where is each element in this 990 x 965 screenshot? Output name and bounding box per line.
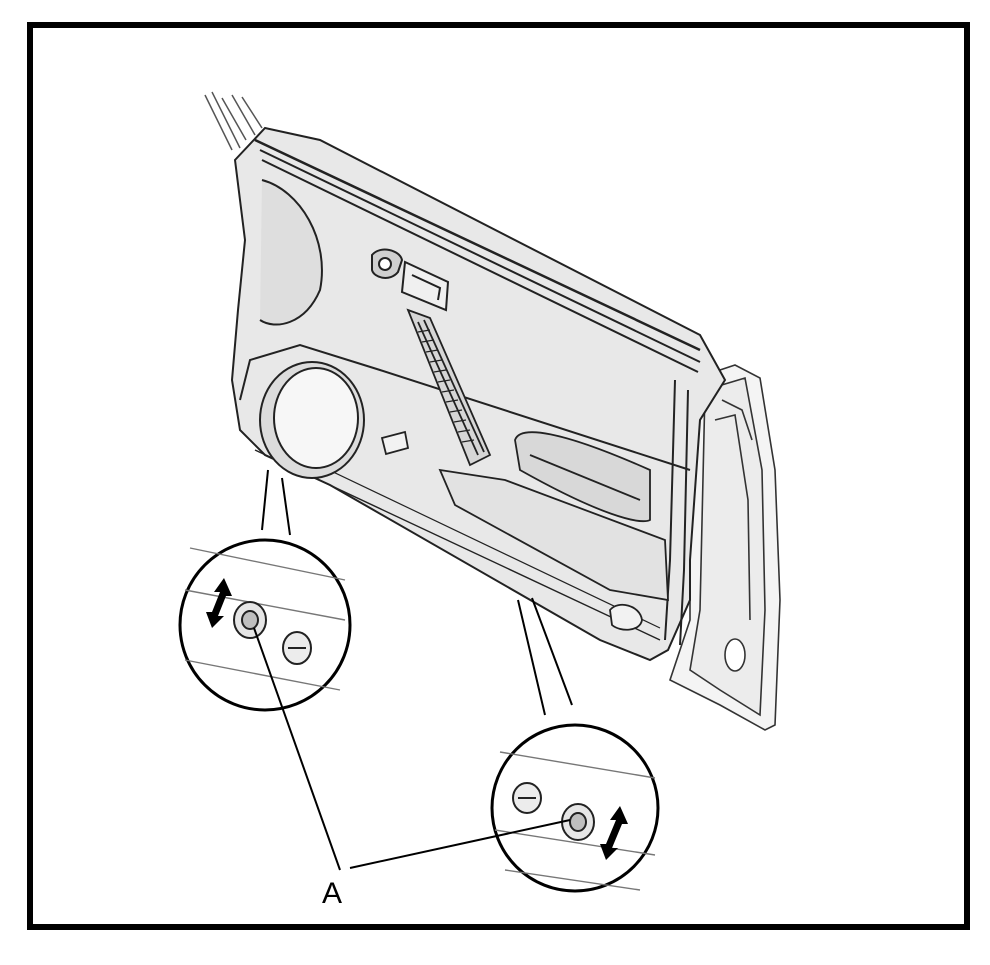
magnifier-leaders: [261, 469, 573, 716]
double-arrow-icon: [206, 578, 232, 628]
window-frame-lines: [204, 91, 263, 151]
interior-door-handle: [371, 248, 450, 312]
detail-magnifier-right: [490, 723, 660, 893]
callout-leaders: [253, 627, 571, 871]
detail-magnifier-left: [178, 538, 352, 712]
clip-fastener-icon: [233, 601, 312, 665]
clip-fastener-icon: [512, 782, 595, 841]
armrest-grab-handle: [380, 308, 669, 631]
callout-label-a: A: [322, 877, 342, 910]
double-arrow-icon: [600, 806, 628, 860]
speaker-grille: [259, 361, 365, 479]
